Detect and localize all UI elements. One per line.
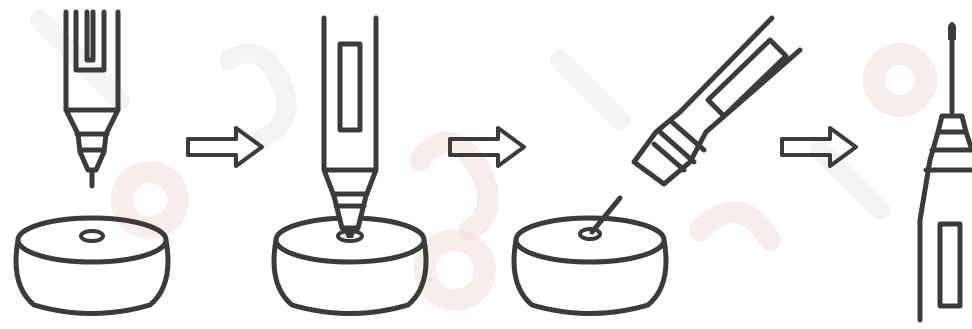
pen-body-1 (63, 9, 121, 189)
pen-body-2 (321, 15, 379, 238)
right-arrow-icon (448, 126, 526, 168)
right-arrow-icon (780, 126, 858, 168)
pen-tip-left-in-base (589, 195, 623, 235)
tip-base-1 (13, 215, 171, 316)
step-1 (13, 9, 171, 316)
right-arrow-icon (186, 126, 264, 168)
tip-base-3 (511, 195, 669, 316)
pen-body-3 (631, 15, 803, 187)
step-3 (511, 15, 803, 316)
watermark (30, 10, 937, 311)
step-2 (271, 15, 429, 316)
step-4 (917, 22, 972, 323)
pen-body-4 (917, 22, 972, 323)
